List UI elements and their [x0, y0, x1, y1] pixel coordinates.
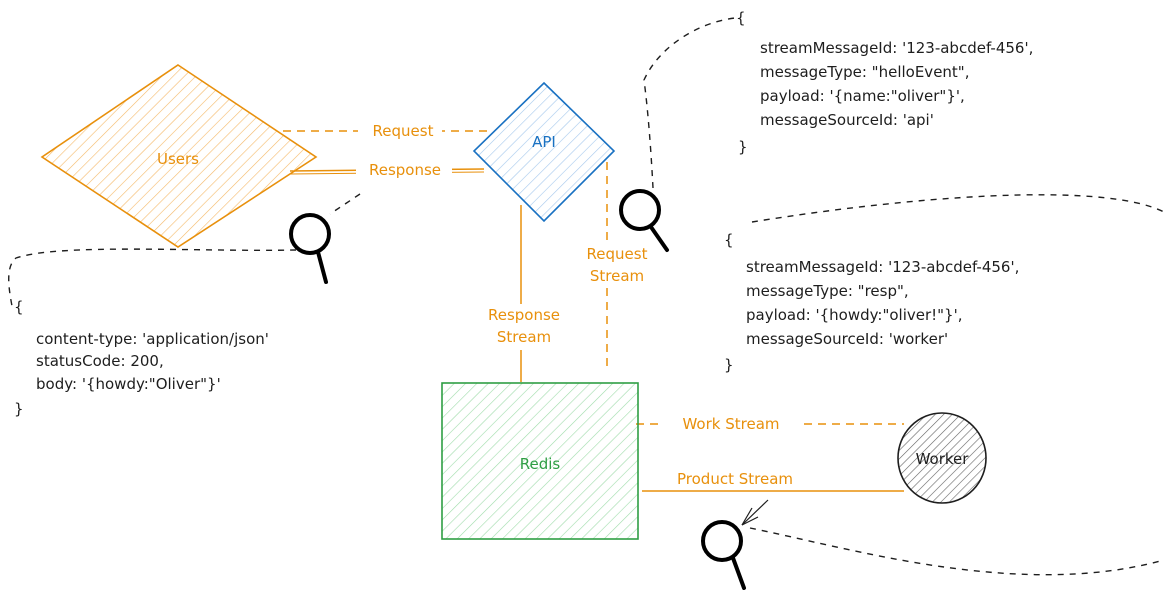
worker-message-close-brace: } — [724, 356, 734, 374]
request-message-open-brace: { — [736, 9, 746, 27]
worker-message-line: messageType: "resp", — [746, 282, 909, 300]
callout-leader-worker — [749, 194, 1164, 576]
api-node-label: API — [532, 133, 556, 151]
http-response-callout: { content-type: 'application/json' statu… — [14, 298, 269, 418]
request-message-line: messageSourceId: 'api' — [760, 111, 934, 129]
request-stream-label-2: Stream — [590, 267, 644, 285]
request-stream-label-1: Request — [587, 245, 648, 263]
product-stream-label: Product Stream — [677, 470, 793, 488]
request-message-callout: { streamMessageId: '123-abcdef-456', mes… — [736, 9, 1033, 156]
worker-message-callout: { streamMessageId: '123-abcdef-456', mes… — [724, 231, 1019, 374]
response-stream-label-1: Response — [488, 306, 560, 324]
request-message-close-brace: } — [738, 138, 748, 156]
users-node[interactable]: Users — [40, 64, 318, 248]
worker-node-label: Worker — [916, 450, 970, 468]
http-response-open-brace: { — [14, 298, 24, 316]
work-stream-label: Work Stream — [682, 415, 779, 433]
magnifier-icon-response — [289, 213, 331, 284]
request-message-line: streamMessageId: '123-abcdef-456', — [760, 39, 1033, 57]
callout-leader-response — [8, 193, 361, 307]
worker-message-open-brace: { — [724, 231, 734, 249]
callout-arrow-worker — [741, 499, 769, 526]
worker-node[interactable]: Worker — [897, 412, 987, 504]
response-stream-label-2: Stream — [497, 328, 551, 346]
worker-message-line: messageSourceId: 'worker' — [746, 330, 948, 348]
request-message-line: messageType: "helloEvent", — [760, 63, 969, 81]
response-label: Response — [369, 161, 441, 179]
redis-node-label: Redis — [520, 455, 561, 473]
redis-node[interactable]: Redis — [441, 382, 639, 540]
magnifier-icon-request-stream — [619, 189, 669, 252]
http-response-line: content-type: 'application/json' — [36, 330, 269, 348]
edge-labels: Request Response Request Stream Response… — [356, 121, 800, 488]
users-node-label: Users — [157, 150, 199, 168]
http-response-close-brace: } — [14, 400, 24, 418]
http-response-line: statusCode: 200, — [36, 352, 164, 370]
callout-leader-request — [643, 17, 736, 189]
worker-message-line: streamMessageId: '123-abcdef-456', — [746, 258, 1019, 276]
magnifier-icon-product-stream — [701, 520, 746, 590]
request-message-line: payload: '{name:"oliver"}', — [760, 87, 965, 105]
api-node[interactable]: API — [472, 81, 616, 223]
request-label: Request — [373, 122, 434, 140]
worker-message-line: payload: '{howdy:"oliver!"}', — [746, 306, 962, 324]
http-response-line: body: '{howdy:"Oliver"}' — [36, 375, 221, 393]
